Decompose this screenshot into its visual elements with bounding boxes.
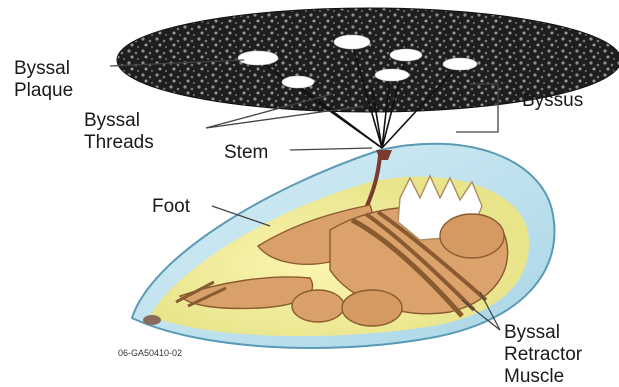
- label-retractor-2: Retractor: [504, 344, 583, 365]
- figure-code: 06-GA50410-02: [118, 348, 182, 358]
- label-stem: Stem: [224, 142, 268, 163]
- label-retractor-1: Byssal: [504, 322, 560, 343]
- label-byssus: Byssus: [522, 90, 583, 111]
- label-byssal-threads-1: Byssal: [84, 110, 140, 131]
- adductor-scar: [143, 315, 161, 325]
- label-foot: Foot: [152, 196, 191, 217]
- leader-stem: [290, 148, 372, 150]
- label-byssal-plaque-2: Plaque: [14, 80, 73, 101]
- label-byssal-plaque-1: Byssal: [14, 58, 70, 79]
- label-byssal-threads-2: Threads: [84, 132, 154, 153]
- label-retractor-3: Muscle: [504, 366, 564, 387]
